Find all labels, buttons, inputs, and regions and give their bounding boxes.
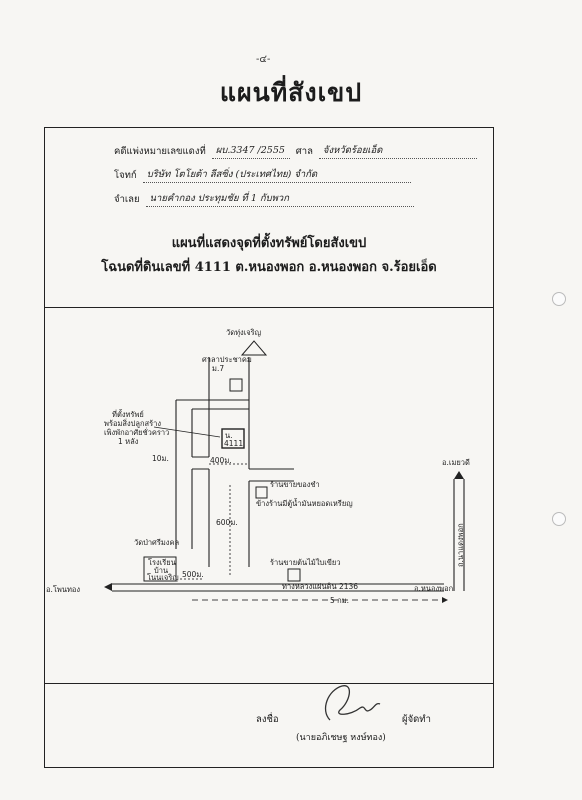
page-title: แผนที่สังเขป: [219, 78, 363, 107]
property-number: 4111: [224, 439, 243, 448]
map-title-line-2: โฉนดที่ดินเลขที่ 4111 ต.หนองพอก อ.หนองพอ…: [101, 260, 437, 275]
plant-shop-label: ร้านขายต้นไม้ใบเขียว: [270, 558, 341, 567]
to-meyawadi-label: อ.เมยวดี: [442, 458, 470, 467]
grocery-shop-label-1: ร้านขายของชำ: [270, 480, 320, 489]
school-label-3: โนนเจริญ: [147, 573, 179, 582]
property-box: [221, 428, 245, 449]
divider-header: [44, 307, 494, 308]
property-label-2: พร้อมสิ่งปลูกสร้าง: [104, 418, 161, 428]
plaintiff-value: บริษัท โตโยต้า ลีสซิ่ง (ประเทศไทย) จำกัด: [142, 167, 411, 183]
temple-west-label: วัดป่าศรีมงคล: [134, 538, 179, 547]
community-hall-label: ศาลาประชาคม: [202, 355, 252, 364]
plaintiff-row: โจทก์ บริษัท โตโยต้า ลีสซิ่ง (ประเทศไทย)…: [114, 167, 411, 183]
punch-hole-bottom: [552, 512, 566, 526]
distance-400m: 400ม.: [210, 456, 232, 465]
distance-10m: 10ม.: [152, 454, 169, 463]
page-number: -๔-: [256, 54, 271, 65]
property-pointer: [153, 426, 221, 438]
grocery-shop-icon: [255, 486, 268, 499]
plant-shop-icon: [287, 568, 301, 582]
distance-5km-arrow: [442, 597, 448, 603]
case-number-label: คดีแพ่งหมายเลขแดงที่: [114, 146, 206, 157]
school-label-2: บ้าน: [154, 566, 168, 575]
east-road-arrow: [454, 471, 464, 479]
case-number-value: ผบ.3347 /2555: [211, 143, 290, 159]
highway-west-arrow: [104, 583, 112, 591]
document-frame: [44, 127, 494, 768]
signature-name: (นายอภิเชษฐ หงษ์ทอง): [296, 733, 386, 743]
school-label-1: โรงเรียน: [148, 558, 176, 567]
plaintiff-label: โจทก์: [114, 170, 137, 181]
to-phonthong-label: อ.โพนทอง: [46, 585, 80, 594]
defendant-value: นายคำกอง ประทุมชัย ที่ 1 กับพวก: [145, 191, 414, 207]
distance-500m: 500ม.: [182, 570, 204, 579]
signature-scribble: [325, 685, 381, 721]
distance-5km: 5 กม.: [330, 596, 349, 605]
grocery-shop-label-2: ข้างร้านมีตู้น้ำมันหยอดเหรียญ: [256, 498, 353, 508]
signature-label: ลงชื่อ: [256, 714, 279, 725]
court-value: จังหวัดร้อยเอ็ด: [318, 143, 477, 159]
map-title-line-1: แผนที่แสดงจุดที่ตั้งทรัพย์โดยสังเขป: [171, 236, 367, 251]
case-number-row: คดีแพ่งหมายเลขแดงที่ ผบ.3347 /2555 ศาล จ…: [114, 143, 477, 159]
temple-north-icon: [240, 340, 268, 356]
signature-role: ผู้จัดทำ: [402, 714, 431, 725]
east-road-label: ถ.นาแดงพอก: [456, 523, 465, 567]
highway-label: ทางหลวงแผ่นดิน 2136: [282, 582, 358, 591]
school-box: [143, 556, 177, 582]
village-label: ม.7: [212, 364, 224, 373]
property-label-4: 1 หลัง: [118, 437, 139, 446]
location-sketch-map: วัดทุ่งเจริญ ศาลาประชาคม ม.7 น. 4111 ที่…: [46, 328, 470, 605]
property-label-1: ที่ตั้งทรัพย์: [112, 409, 144, 419]
defendant-label: จำเลย: [114, 194, 140, 205]
defendant-row: จำเลย นายคำกอง ประทุมชัย ที่ 1 กับพวก: [114, 191, 414, 207]
community-hall-icon: [229, 378, 243, 392]
court-label: ศาล: [295, 146, 313, 157]
property-label-3: เพิงพักอาศัยชั่วคราว: [104, 427, 169, 437]
property-box-label: น.: [225, 431, 233, 440]
to-nongphok-label: อ.หนองพอก: [414, 584, 453, 593]
punch-hole-top: [552, 292, 566, 306]
divider-footer: [44, 683, 494, 684]
distance-600m: 600ม.: [216, 518, 238, 527]
temple-north-label: วัดทุ่งเจริญ: [226, 328, 261, 337]
